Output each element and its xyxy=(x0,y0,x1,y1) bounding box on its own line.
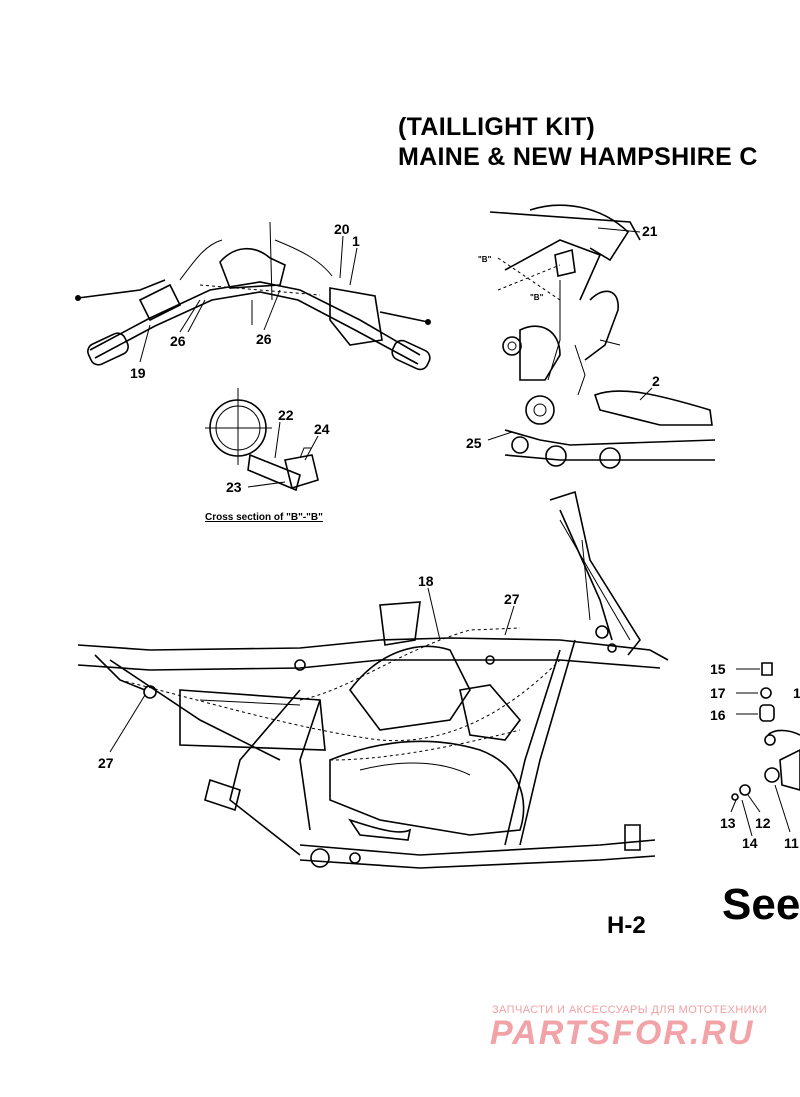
section-marker-b-upper: "B" xyxy=(478,255,492,264)
part-number-20: 20 xyxy=(334,221,350,237)
part-number-19: 19 xyxy=(130,365,146,381)
page-code: H-2 xyxy=(607,912,646,939)
part-number-14: 14 xyxy=(742,835,758,851)
leader-lines-top-left xyxy=(139,235,358,363)
part-number-12: 12 xyxy=(755,815,771,831)
handlebar-assembly-drawing xyxy=(75,221,431,371)
small-parts-drawing xyxy=(730,662,800,837)
part-number-22: 22 xyxy=(278,407,294,423)
part-number-2: 2 xyxy=(652,373,660,389)
part-number-17: 17 xyxy=(710,685,726,701)
part-number-23: 23 xyxy=(226,479,242,495)
part-number-26-left: 26 xyxy=(170,333,186,349)
part-number-26-right: 26 xyxy=(256,331,272,347)
part-number-25: 25 xyxy=(466,435,482,451)
part-number-11: 11 xyxy=(784,835,799,851)
watermark-logo: PARTSFOR.RU xyxy=(490,1014,755,1052)
cross-section-inset-drawing xyxy=(205,388,319,492)
section-marker-b-lower: "B" xyxy=(530,293,544,302)
part-number-24: 24 xyxy=(314,421,330,437)
part-number-27-lower: 27 xyxy=(98,755,114,771)
title-line-2: MAINE & NEW HAMPSHIRE C xyxy=(398,143,758,171)
watermark-caption: ЗАПЧАСТИ И АКСЕССУАРЫ ДЛЯ МОТОТЕХНИКИ xyxy=(492,1004,768,1016)
part-number-1-right: 1 xyxy=(793,685,800,701)
part-number-1: 1 xyxy=(352,233,360,249)
leader-lines-main-frame xyxy=(109,587,515,753)
cross-section-caption: Cross section of "B"-"B" xyxy=(205,512,323,523)
main-frame-drawing xyxy=(77,490,669,869)
part-number-18: 18 xyxy=(418,573,434,589)
part-number-13: 13 xyxy=(720,815,736,831)
title-line-1: (TAILLIGHT KIT) xyxy=(398,113,596,141)
rear-frame-detail-drawing xyxy=(489,204,716,469)
part-number-16: 16 xyxy=(710,707,726,723)
part-number-15: 15 xyxy=(710,661,726,677)
part-number-27-upper: 27 xyxy=(504,591,520,607)
part-number-21: 21 xyxy=(642,223,658,239)
leader-lines-top-middle xyxy=(487,227,653,441)
see-reference-label: See xyxy=(722,880,800,929)
